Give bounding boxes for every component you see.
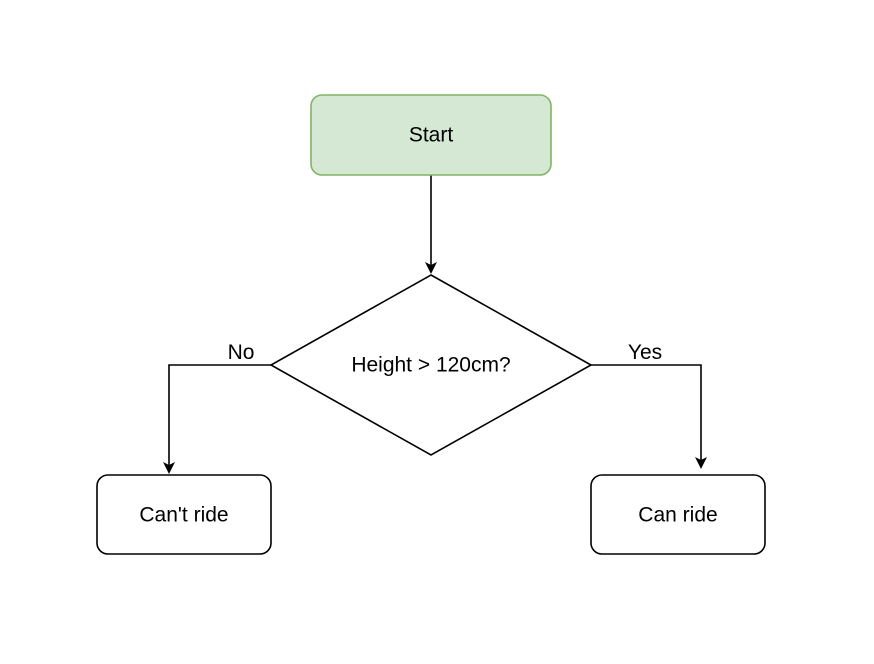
edge-label-no: No: [228, 341, 255, 364]
node-start: Start: [310, 94, 552, 176]
node-cant-ride: Can't ride: [96, 474, 272, 555]
node-decision-label: Height > 120cm?: [351, 354, 510, 377]
node-can-ride-label: Can ride: [638, 504, 717, 527]
edge-yes: Yes: [591, 341, 707, 469]
edge-no: No: [163, 341, 271, 474]
edge-label-yes: Yes: [628, 341, 662, 364]
node-start-label: Start: [409, 124, 454, 147]
node-cant-ride-label: Can't ride: [139, 504, 228, 527]
node-can-ride: Can ride: [590, 474, 766, 555]
node-decision: Height > 120cm?: [269, 274, 593, 456]
